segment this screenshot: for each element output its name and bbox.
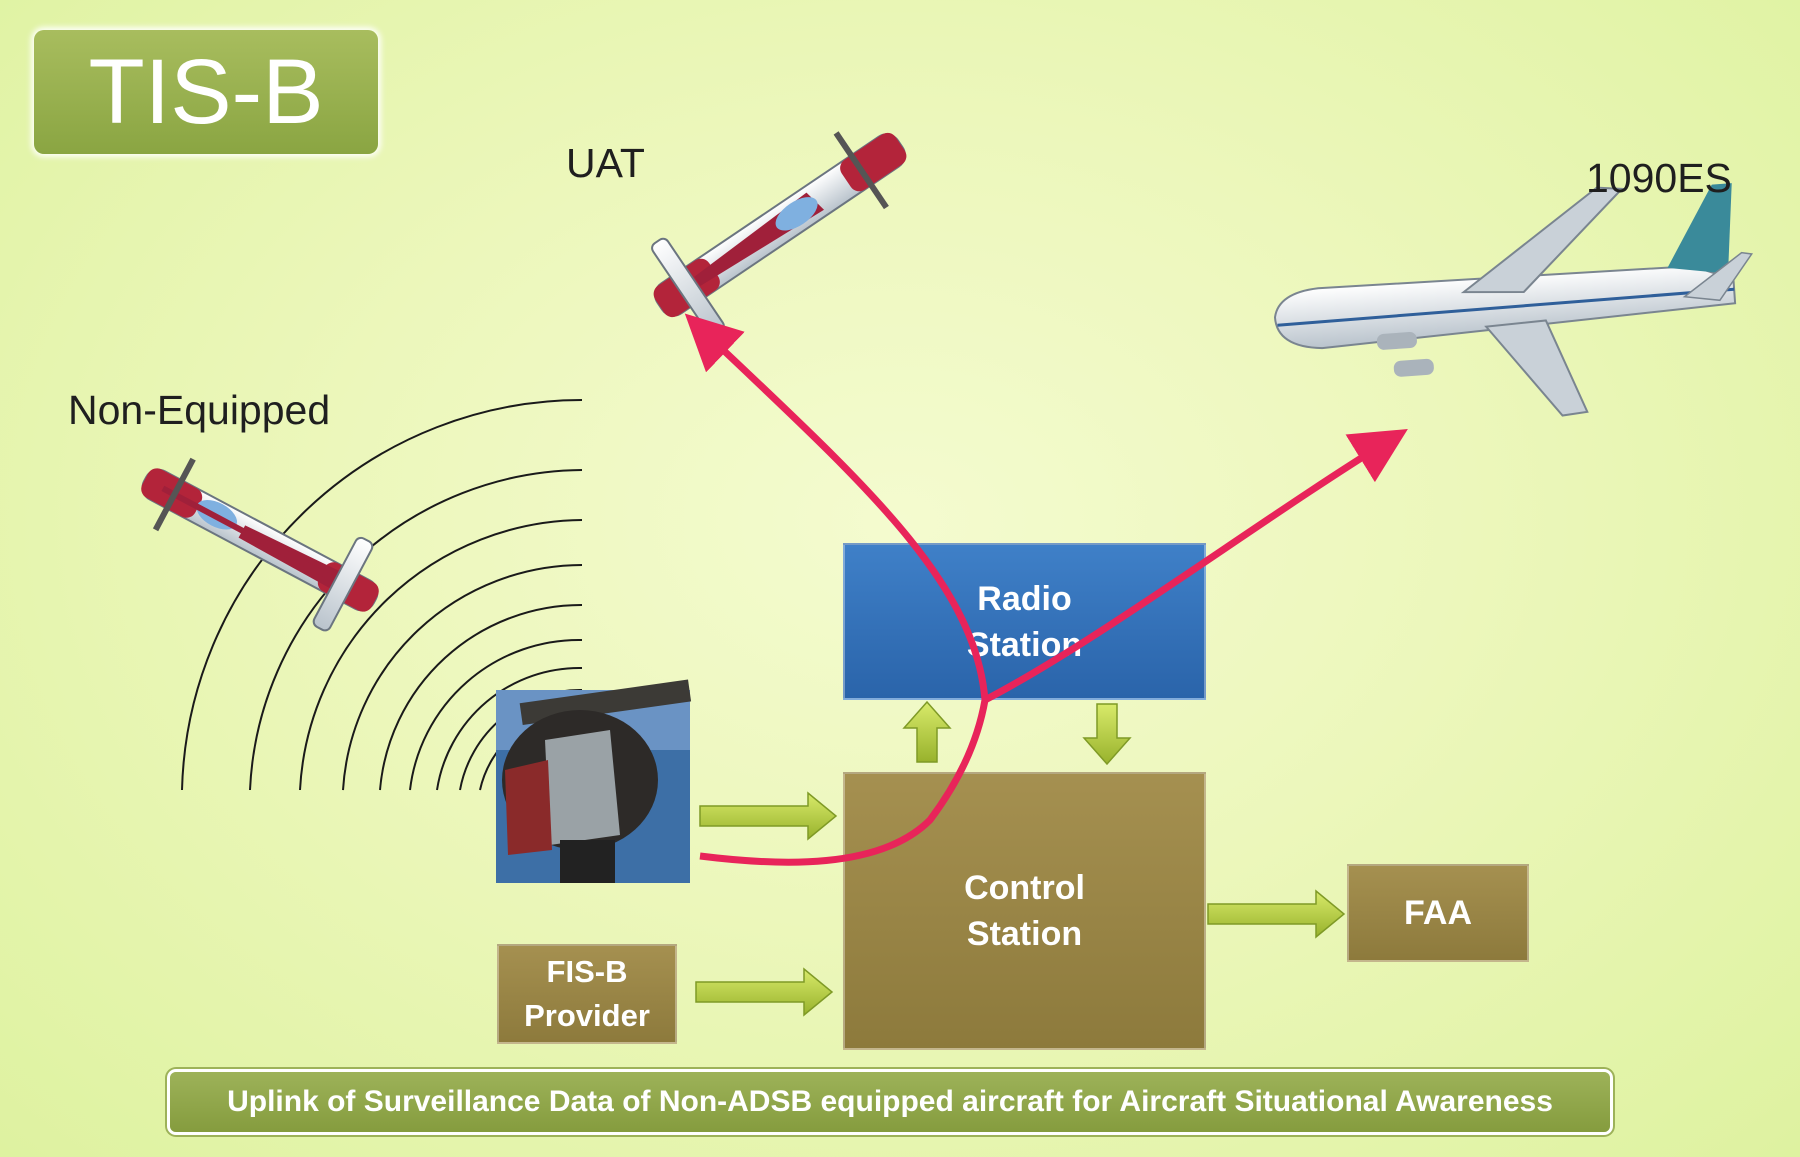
control-station-label-line2: Station — [966, 915, 1083, 953]
faa-label: FAA — [1404, 894, 1472, 932]
radio-waves-icon — [181, 399, 583, 791]
airliner-plane-icon — [1273, 183, 1754, 417]
arrow-control-to-radio — [902, 700, 952, 763]
radio-station-box: Radio Station — [843, 543, 1206, 700]
radio-station-label-line1: Radio — [977, 579, 1072, 618]
fisb-provider-label-line1: FIS-B — [546, 954, 628, 989]
diagram-caption: Uplink of Surveillance Data of Non-ADSB … — [170, 1072, 1610, 1132]
radio-station-label-line2: Station — [966, 625, 1083, 664]
page-title: TIS-B — [34, 30, 378, 154]
control-station-box: Control Station — [843, 772, 1206, 1050]
uat-label: UAT — [566, 140, 645, 186]
arrow-control-to-faa — [1207, 889, 1346, 939]
non-equipped-label: Non-Equipped — [68, 387, 331, 433]
arrow-radio-to-control — [1082, 703, 1132, 766]
radar-antenna-icon — [496, 679, 692, 883]
cessna-plane-icon — [141, 457, 379, 632]
control-station-label-line1: Control — [964, 869, 1085, 907]
arrow-fisb-to-control — [695, 967, 834, 1017]
cessna-plane-icon — [651, 131, 907, 337]
fisb-provider-box: FIS-B Provider — [497, 944, 677, 1044]
faa-box: FAA — [1347, 864, 1529, 962]
fisb-provider-label-line2: Provider — [524, 998, 650, 1033]
1090es-label: 1090ES — [1586, 155, 1732, 201]
arrow-radar-to-control — [699, 791, 838, 841]
